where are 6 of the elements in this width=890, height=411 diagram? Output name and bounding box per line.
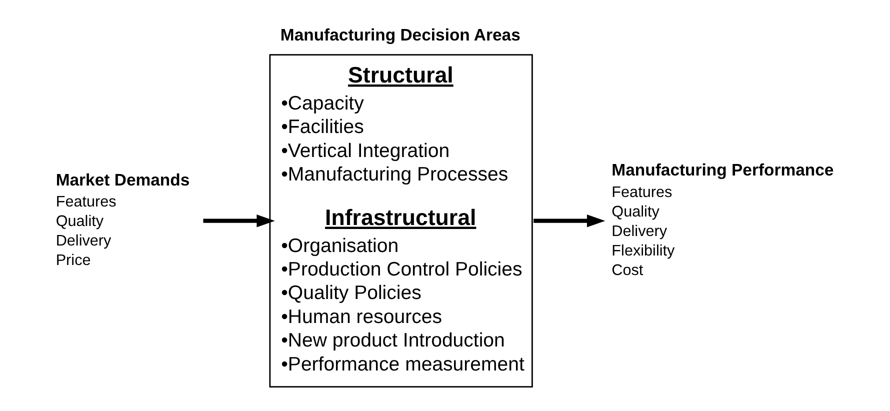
node-text: Market Demands Features Quality Delivery Price <box>56 170 190 270</box>
arrow <box>534 214 606 228</box>
node-label: Manufacturing Decision Areas <box>280 25 520 44</box>
node-text: Manufacturing Performance Features Quality Delivery Flexibility Cost <box>612 160 834 279</box>
node-box: Structural •Capacity •Facilities •Vertical Integration •Manufacturing Processes Infrastructural •Organisation •Production Control Policies •Quality Policies •Human resources •New product Introduction •Performance measurement <box>269 54 533 388</box>
arrow <box>203 214 275 228</box>
